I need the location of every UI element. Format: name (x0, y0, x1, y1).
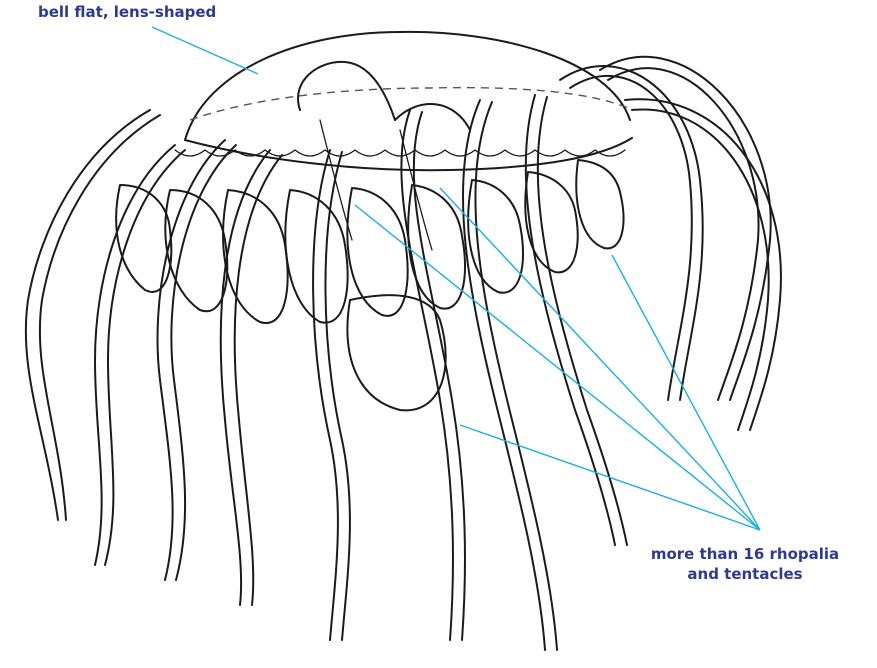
manubrium (298, 62, 470, 250)
bell (175, 32, 632, 170)
rhopalia-label-line-1: more than 16 rhopalia (630, 544, 860, 564)
rhopalia-leader-line-1 (355, 205, 760, 530)
rhopalia-label: more than 16 rhopalia and tentacles (630, 544, 860, 584)
bell-label: bell flat, lens-shaped (38, 2, 216, 22)
rhopalia-leader-line-2 (440, 188, 760, 530)
marginal-lappets (116, 160, 623, 410)
bell-leader-line (152, 27, 258, 74)
rhopalia-leader-line-4 (460, 425, 760, 530)
rhopalia-label-line-2: and tentacles (630, 564, 860, 584)
